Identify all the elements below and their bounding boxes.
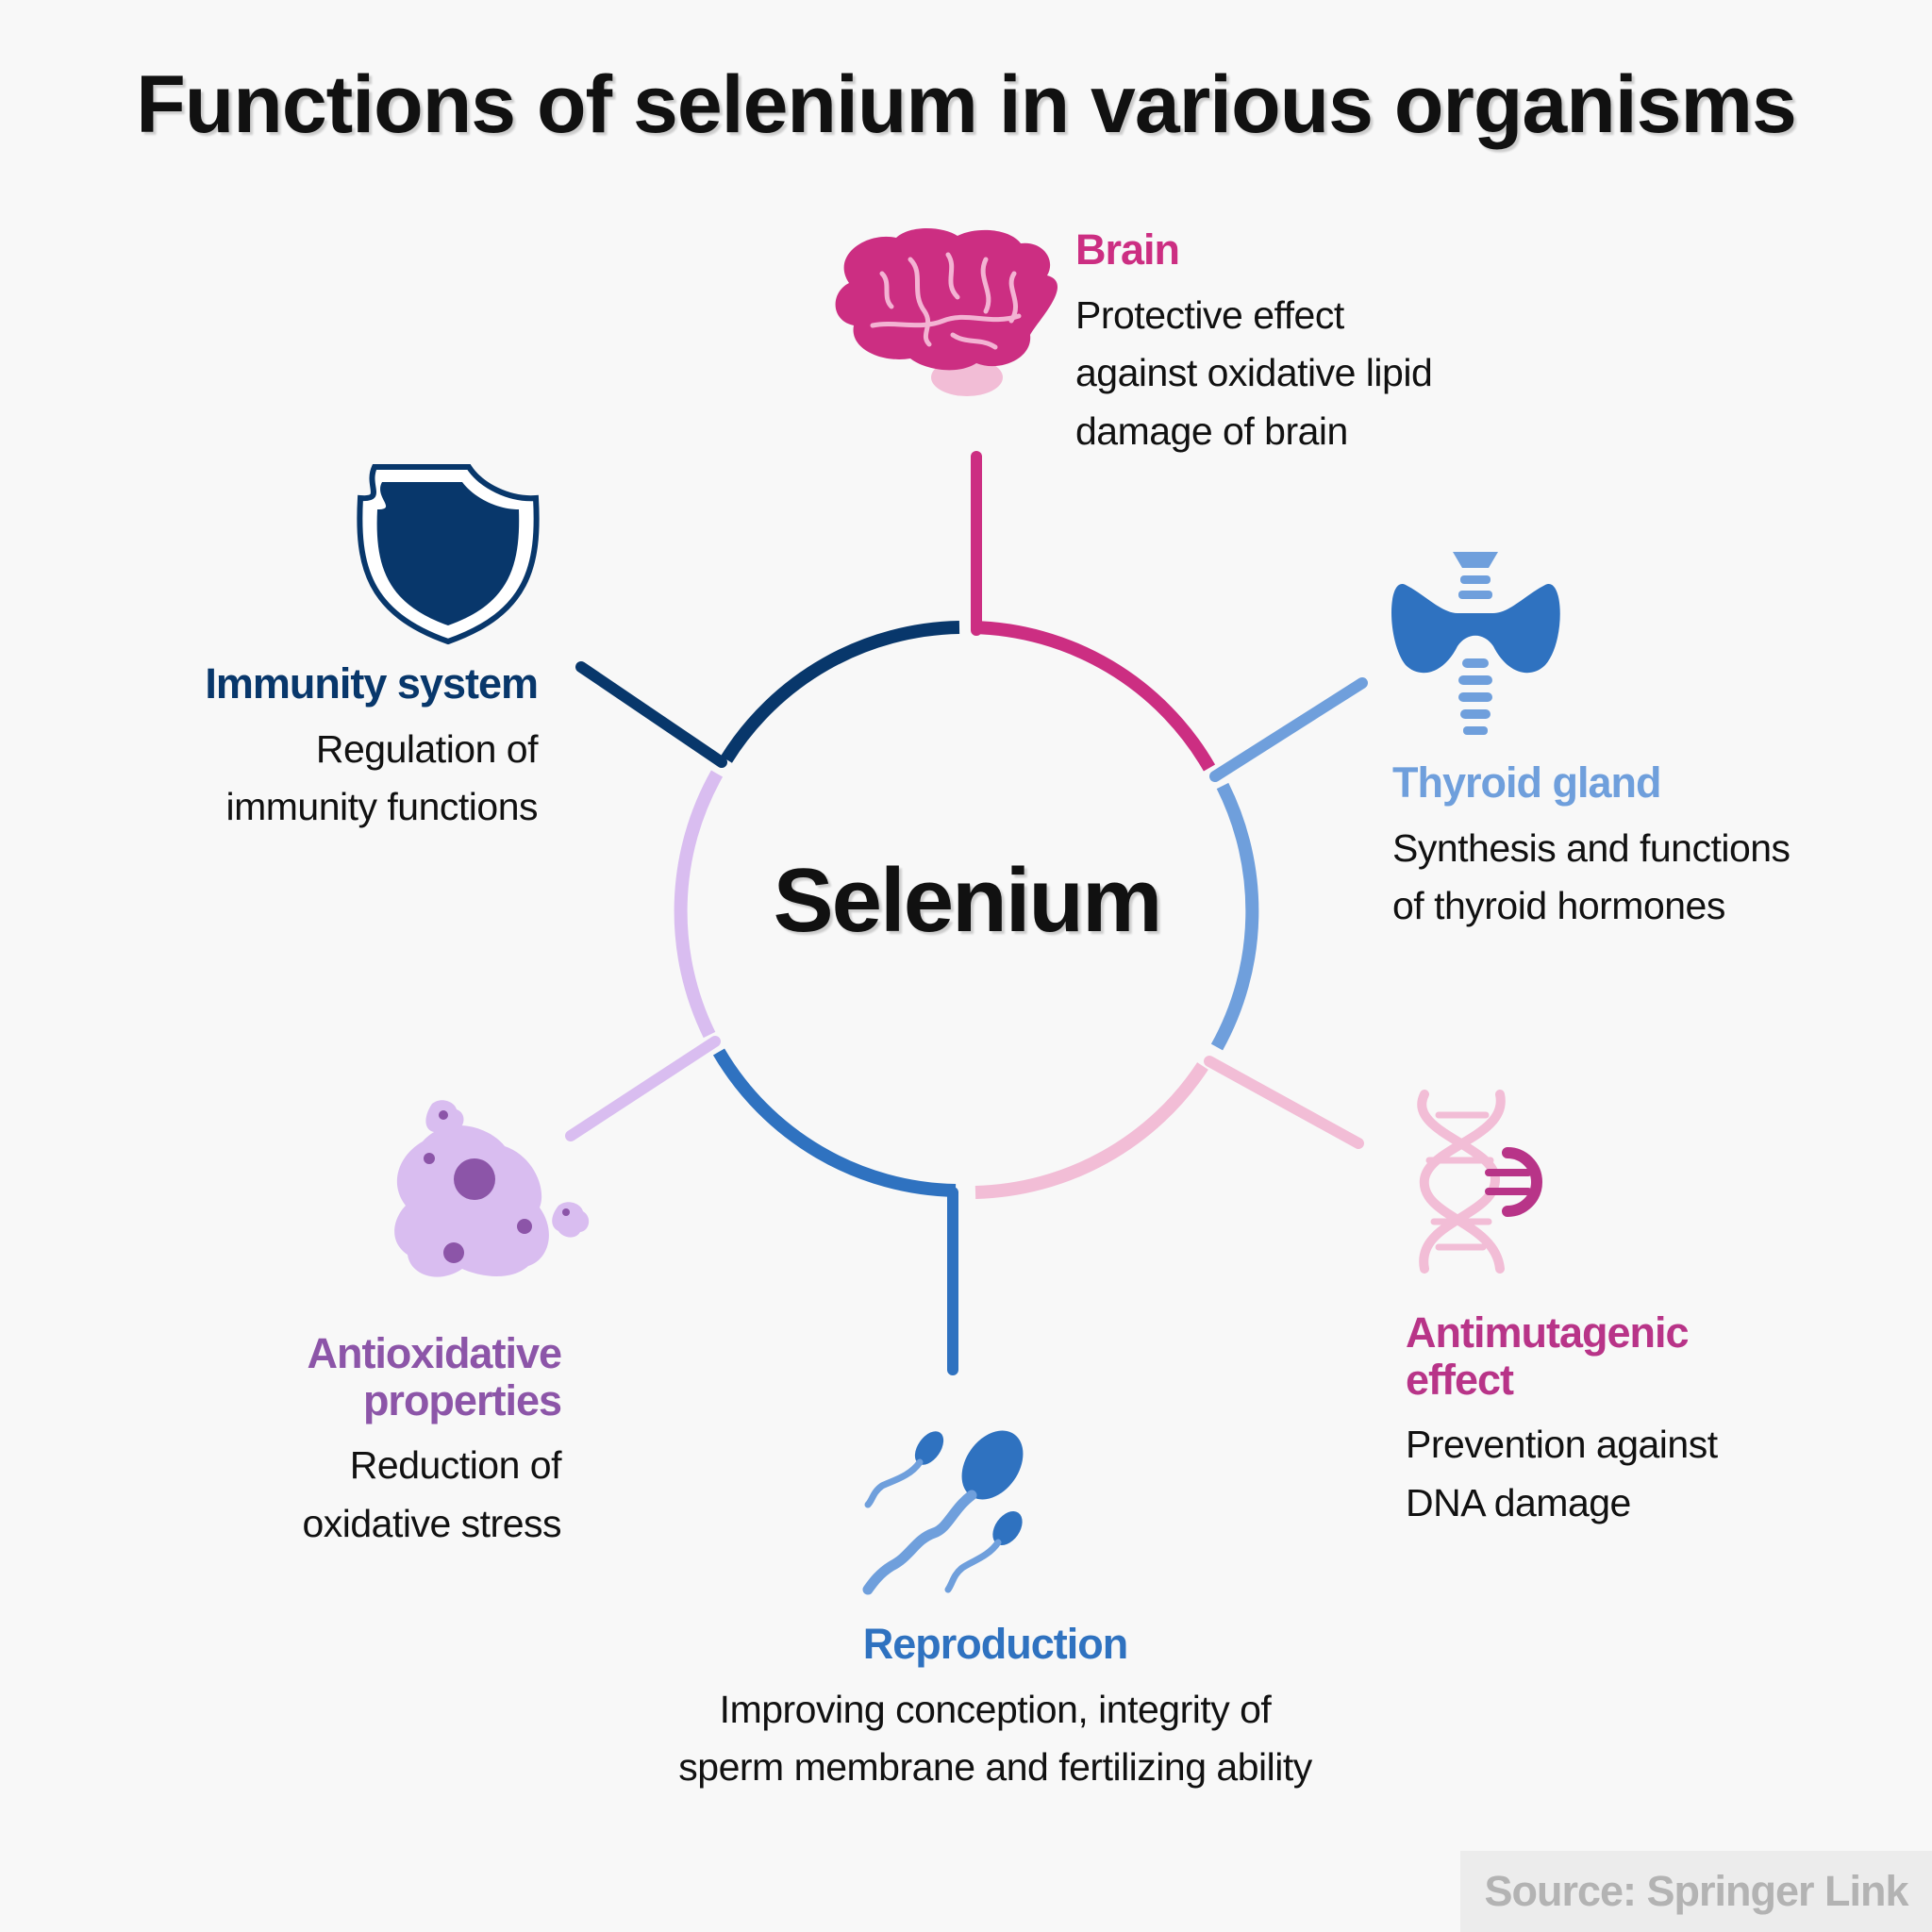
function-immunity: Immunity system Regulation of immunity f… bbox=[142, 659, 539, 837]
function-description: Reduction of oxidative stress bbox=[189, 1437, 561, 1553]
description-line: oxidative stress bbox=[302, 1501, 561, 1545]
dna-icon bbox=[1417, 1090, 1542, 1274]
title-line: Antimutagenic bbox=[1406, 1308, 1690, 1357]
description-line: damage of brain bbox=[1075, 408, 1348, 453]
arc-antioxidative bbox=[674, 770, 724, 1039]
function-antimutagenic: Antimutagenic effect Prevention against … bbox=[1406, 1309, 1718, 1532]
description-line: sperm membrane and fertilizing ability bbox=[678, 1745, 1312, 1789]
function-title: Thyroid gland bbox=[1392, 758, 1661, 807]
arc-immunity bbox=[721, 621, 960, 763]
source-credit: Source: Springer Link bbox=[1460, 1851, 1932, 1932]
function-title: Immunity system bbox=[205, 659, 539, 708]
title-line: Antioxidative bbox=[307, 1329, 562, 1377]
title-line: effect bbox=[1406, 1355, 1514, 1404]
arc-thyroid bbox=[1210, 782, 1259, 1051]
arc-brain bbox=[972, 621, 1216, 772]
function-reproduction: Reproduction Improving conception, integ… bbox=[585, 1621, 1406, 1797]
cell-icon bbox=[394, 1100, 590, 1277]
function-title: Antimutagenic effect bbox=[1406, 1309, 1718, 1403]
description-line: Synthesis and functions bbox=[1392, 825, 1790, 870]
spoke-immunity bbox=[575, 661, 727, 768]
function-description: Synthesis and functions of thyroid hormo… bbox=[1392, 820, 1790, 936]
spoke-antioxidative bbox=[565, 1036, 721, 1141]
description-line: of thyroid hormones bbox=[1392, 884, 1725, 927]
description-line: Prevention against bbox=[1406, 1423, 1718, 1466]
function-description: Regulation of immunity functions bbox=[142, 721, 538, 837]
description-line: immunity functions bbox=[225, 785, 538, 828]
function-description: Protective effect against oxidative lipi… bbox=[1075, 287, 1433, 461]
shield-icon bbox=[357, 464, 540, 645]
arc-antimutagenic bbox=[974, 1062, 1208, 1199]
description-line: Protective effect bbox=[1075, 292, 1344, 337]
function-title: Brain bbox=[1075, 225, 1180, 274]
center-label: Selenium bbox=[773, 850, 1163, 951]
function-description: Prevention against DNA damage bbox=[1406, 1416, 1718, 1532]
brain-icon bbox=[835, 228, 1058, 396]
function-thyroid: Thyroid gland Synthesis and functions of… bbox=[1392, 759, 1790, 936]
description-line: Reduction of bbox=[349, 1443, 562, 1487]
sperm-icon bbox=[862, 1430, 1024, 1595]
function-brain: Brain Protective effect against oxidativ… bbox=[1075, 225, 1433, 461]
spoke-thyroid bbox=[1209, 677, 1368, 782]
description-line: Regulation of bbox=[315, 726, 539, 771]
description-line: DNA damage bbox=[1406, 1480, 1631, 1524]
description-line: Improving conception, integrity of bbox=[719, 1687, 1272, 1731]
title-line: properties bbox=[362, 1375, 562, 1424]
function-antioxidative: Antioxidative properties Reduction of ox… bbox=[189, 1329, 562, 1553]
description-line: against oxidative lipid bbox=[1075, 351, 1433, 394]
page-title: Functions of selenium in various organis… bbox=[136, 59, 1797, 150]
function-title: Reproduction bbox=[862, 1620, 1128, 1668]
thyroid-icon bbox=[1391, 552, 1560, 735]
function-title: Antioxidative properties bbox=[189, 1329, 562, 1424]
spoke-antimutagenic bbox=[1204, 1056, 1364, 1149]
arc-reproduction bbox=[712, 1048, 957, 1197]
function-description: Improving conception, integrity of sperm… bbox=[585, 1681, 1406, 1797]
